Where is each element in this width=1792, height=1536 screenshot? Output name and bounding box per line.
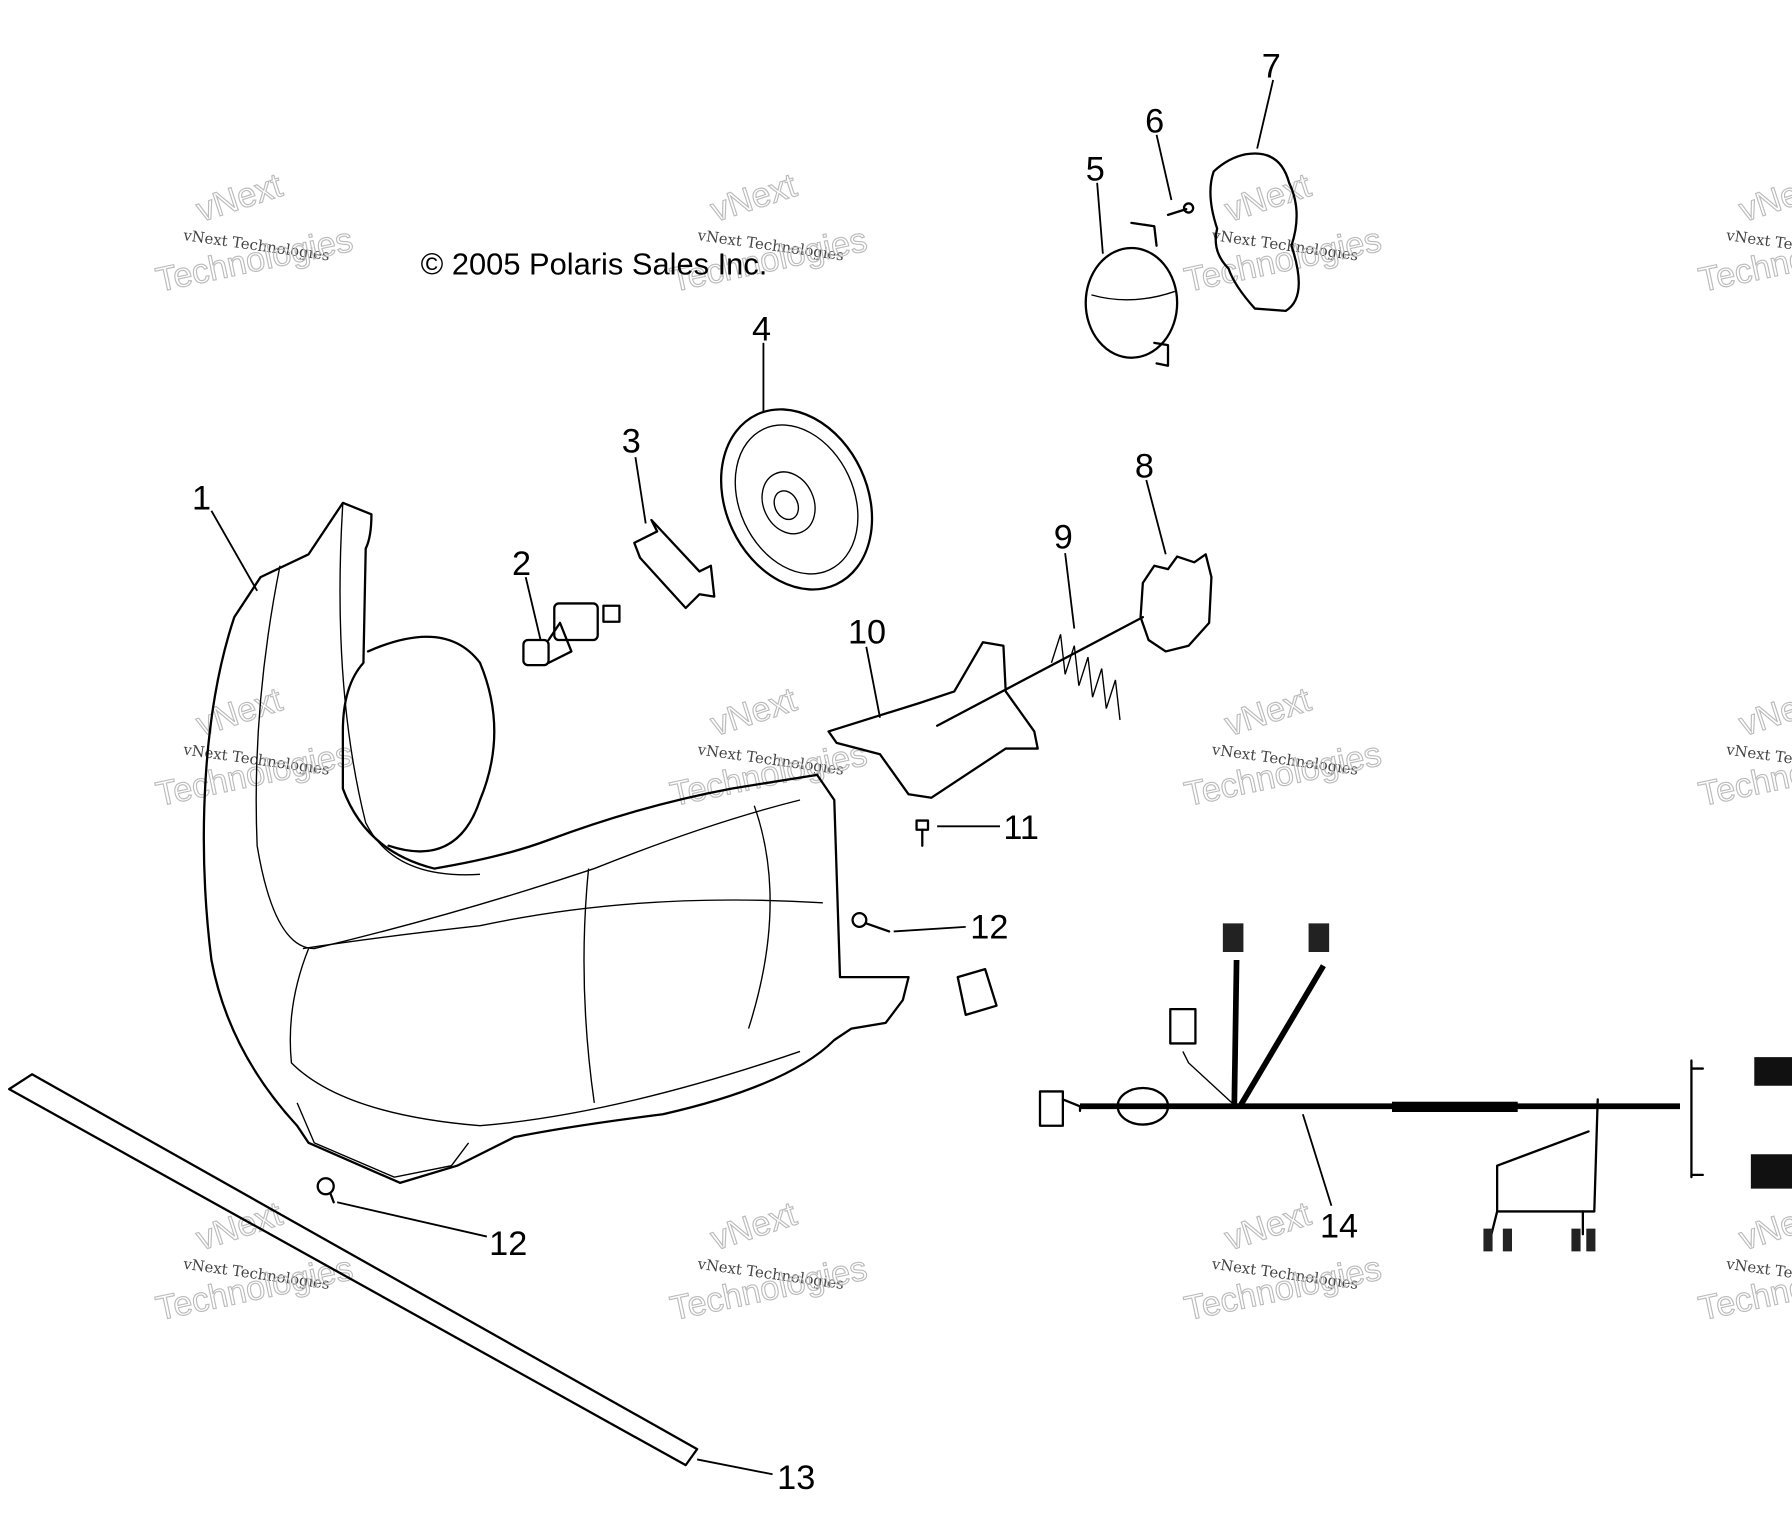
callout-1: 1: [192, 480, 211, 518]
svg-text:vNext: vNext: [706, 681, 802, 744]
callout-7: 7: [1262, 48, 1281, 86]
callout-13: 13: [777, 1459, 815, 1497]
svg-text:vNext: vNext: [1220, 1195, 1316, 1258]
callout-2: 2: [512, 545, 531, 583]
adjuster-spring: [936, 616, 1144, 727]
svg-text:vNext: vNext: [1735, 1195, 1792, 1258]
svg-text:vNext: vNext: [1735, 166, 1792, 229]
callout-10: 10: [848, 613, 886, 651]
svg-text:vNext: vNext: [192, 166, 288, 229]
svg-text:vNext: vNext: [192, 1195, 288, 1258]
svg-text:vNext: vNext: [192, 681, 288, 744]
callout-11: 11: [1003, 809, 1039, 847]
seal-strip: [8, 1073, 699, 1467]
callout-12a: 12: [970, 908, 1008, 946]
callout-6: 6: [1145, 103, 1164, 141]
screw-11: [915, 819, 930, 847]
svg-text:vNext: vNext: [1220, 166, 1316, 229]
adjuster-bracket: [827, 641, 1039, 799]
callout-5: 5: [1086, 151, 1105, 189]
reflector: [719, 408, 874, 591]
wiring-harness: [1038, 923, 1792, 1252]
svg-text:vNext: vNext: [706, 1195, 802, 1258]
callout-3: 3: [622, 423, 641, 461]
callout-4: 4: [752, 311, 771, 349]
screw-12: [851, 912, 998, 1016]
callout-14: 14: [1320, 1208, 1358, 1246]
screw-12-lower: [316, 1177, 335, 1204]
callout-9: 9: [1054, 519, 1073, 557]
svg-text:vNext: vNext: [1220, 681, 1316, 744]
gasket: [1209, 152, 1300, 312]
retaining-clip: [633, 518, 716, 610]
callout-8: 8: [1135, 448, 1154, 486]
callout-12b: 12: [489, 1225, 527, 1263]
svg-text:vNext: vNext: [1735, 681, 1792, 744]
headlight-housing: [202, 501, 910, 1184]
copyright-text: © 2005 Polaris Sales Inc.: [421, 246, 768, 281]
svg-text:vNext: vNext: [706, 166, 802, 229]
cover-cap: [1084, 221, 1179, 367]
bulb: [522, 602, 621, 667]
adjuster-knob: [1139, 553, 1213, 653]
screw-6: [1166, 202, 1195, 216]
